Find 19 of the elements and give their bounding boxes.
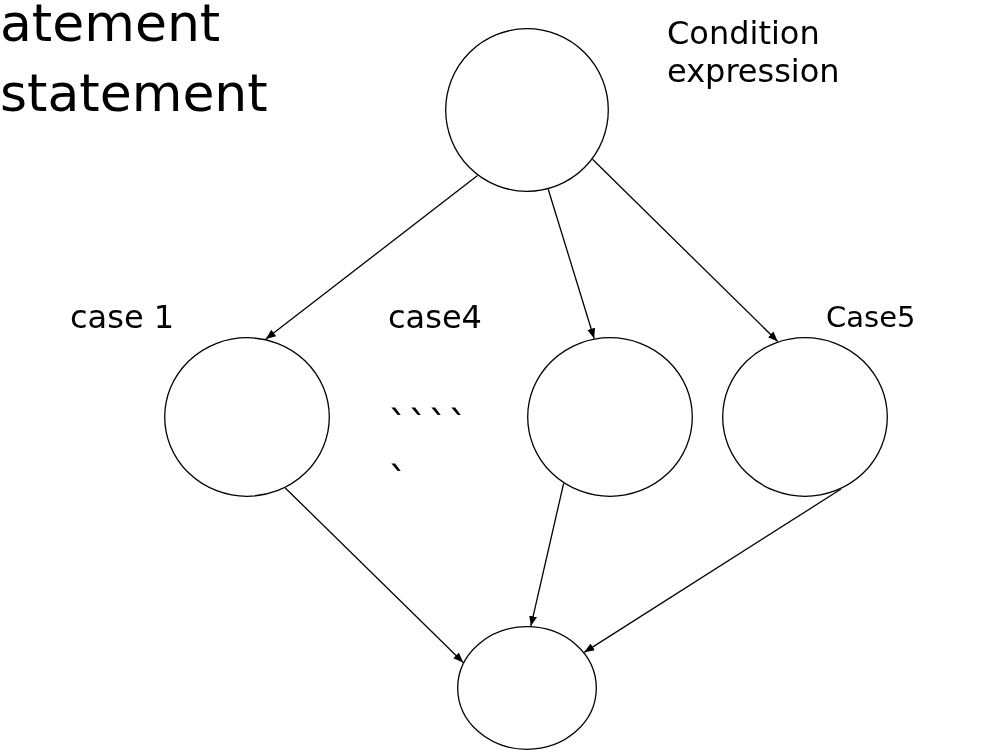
arrow: [547, 188, 595, 340]
circle-node: [457, 626, 597, 750]
arrow: [583, 488, 842, 653]
arrow: [284, 487, 464, 664]
heading-text: statement: [0, 62, 268, 125]
node-label: Condition expression: [667, 14, 841, 91]
node-label: Case5: [826, 300, 916, 335]
arrow: [591, 158, 779, 343]
circle-node: [527, 337, 693, 497]
arrow: [265, 174, 479, 340]
node-label: case 1: [70, 298, 175, 337]
ellipsis-mark: ````: [388, 402, 468, 450]
circle-node: [722, 337, 888, 497]
node-label: case4: [388, 298, 482, 337]
circle-node: [445, 28, 609, 192]
ellipsis-mark: `: [388, 458, 408, 506]
circle-node: [164, 337, 330, 497]
arrow: [529, 482, 565, 627]
heading-text: atement: [0, 0, 221, 55]
